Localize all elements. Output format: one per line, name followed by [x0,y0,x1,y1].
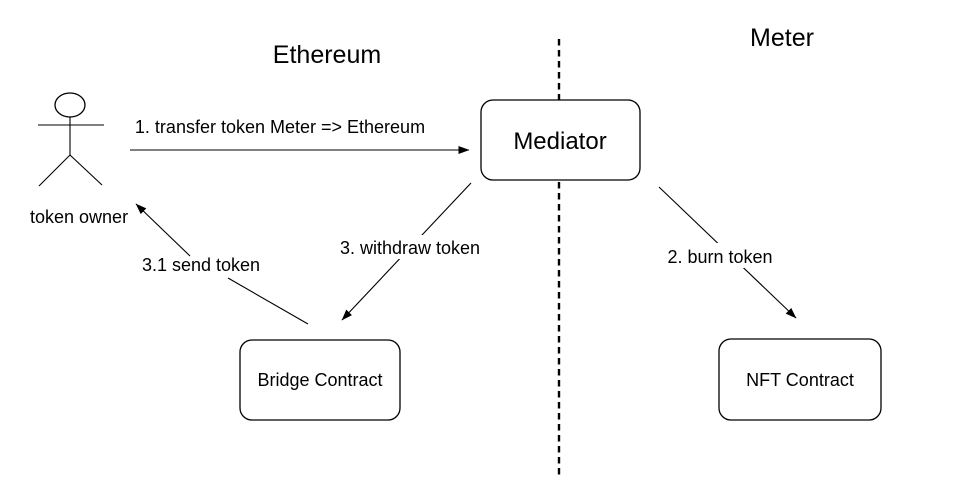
edge-send-label: 3.1 send token [142,255,260,275]
node-mediator [480,99,641,181]
node-nft-contract-label: NFT Contract [746,370,854,390]
edge-send-arrow-lower-segment [227,277,309,325]
node-bridge-contract [239,339,401,421]
region-title-ethereum: Ethereum [273,41,381,69]
edge-send-arrow-upper-segment [135,203,191,257]
withdraw-label-background [331,235,491,259]
edge-burn-label: 2. burn token [667,247,772,267]
actor-right-leg [69,154,103,186]
actor-left-leg [38,154,71,187]
node-nft-contract [718,338,882,421]
edge-transfer-label: 1. transfer token Meter => Ethereum [135,117,425,137]
edge-withdraw-label: 3. withdraw token [340,238,480,258]
actor-token-owner [38,92,104,187]
region-title-meter: Meter [750,24,814,52]
node-bridge-contract-label: Bridge Contract [257,370,382,390]
burn-label-background [660,243,780,268]
actor-token-owner-label: token owner [30,207,128,227]
actor-head [54,92,86,118]
node-mediator-label: Mediator [513,128,606,155]
